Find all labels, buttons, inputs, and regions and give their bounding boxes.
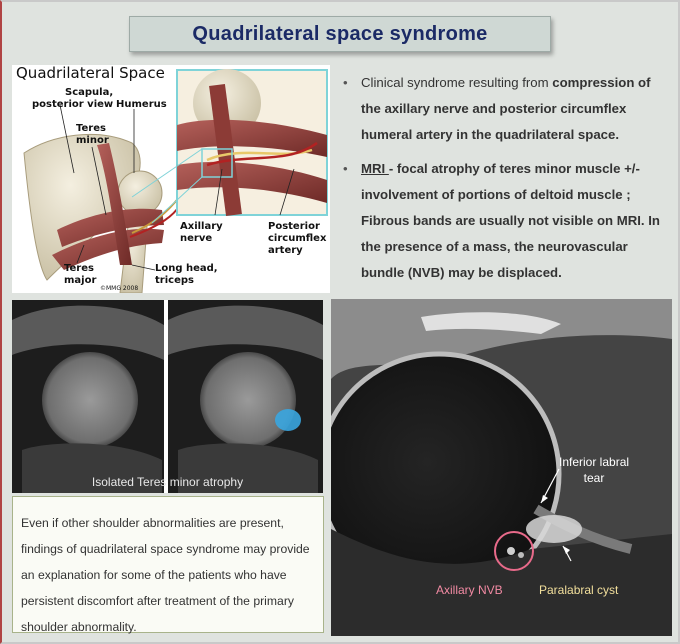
bullet-dot: • <box>343 161 348 176</box>
label-scapula: Scapula, posterior view <box>32 87 114 110</box>
label-axillary-nvb: Axillary NVB <box>436 583 503 597</box>
note-box: Even if other shoulder abnormalities are… <box>12 496 324 634</box>
bullet-list: • Clinical syndrome resulting from compr… <box>343 70 671 286</box>
copyright-mark: ©MMG 2008 <box>100 285 139 292</box>
label-paralabral-cyst: Paralabral cyst <box>539 583 619 597</box>
title-banner: Quadrilateral space syndrome <box>129 16 551 52</box>
label-posterior-artery: Posterior circumflex artery <box>268 221 327 256</box>
anatomy-drawing <box>23 69 328 293</box>
mri-small-caption: Isolated Teres minor atrophy <box>91 475 244 489</box>
mri-big-image <box>331 299 672 636</box>
bullet-2-label: MRI <box>361 161 389 176</box>
bullet-dot: • <box>343 75 348 90</box>
label-teres-major: Teres major <box>64 263 97 286</box>
bullet-clinical: • Clinical syndrome resulting from compr… <box>343 70 671 148</box>
mri-teres-minor-atrophy: Isolated Teres minor atrophy <box>12 300 323 493</box>
note-text: Even if other shoulder abnormalities are… <box>21 516 310 634</box>
bullet-mri: • MRI - focal atrophy of teres minor mus… <box>343 156 671 286</box>
label-teres-minor: Teres minor <box>76 123 109 146</box>
bullet-1-text: Clinical syndrome resulting from <box>361 75 553 90</box>
label-long-head: Long head, triceps <box>155 263 218 286</box>
bullet-2-dash: - <box>388 161 397 176</box>
bullet-1-bold: compression of the axillary nerve and po… <box>361 75 651 142</box>
slide-title: Quadrilateral space syndrome <box>192 22 488 45</box>
label-humerus: Humerus <box>116 99 167 110</box>
bullet-2-bold: focal atrophy of teres minor muscle +/- … <box>361 161 660 280</box>
mri-small-image <box>12 300 323 493</box>
label-axillary-nerve: Axillary nerve <box>180 221 223 244</box>
anatomy-illustration: Quadrilateral Space Scapula, posterior v… <box>12 65 330 293</box>
illustration-heading: Quadrilateral Space <box>16 64 165 82</box>
mri-labral-tear: Inferior labral tear Axillary NVB Parala… <box>331 299 672 636</box>
label-inferior-labral-tear: Inferior labral tear <box>559 455 630 485</box>
